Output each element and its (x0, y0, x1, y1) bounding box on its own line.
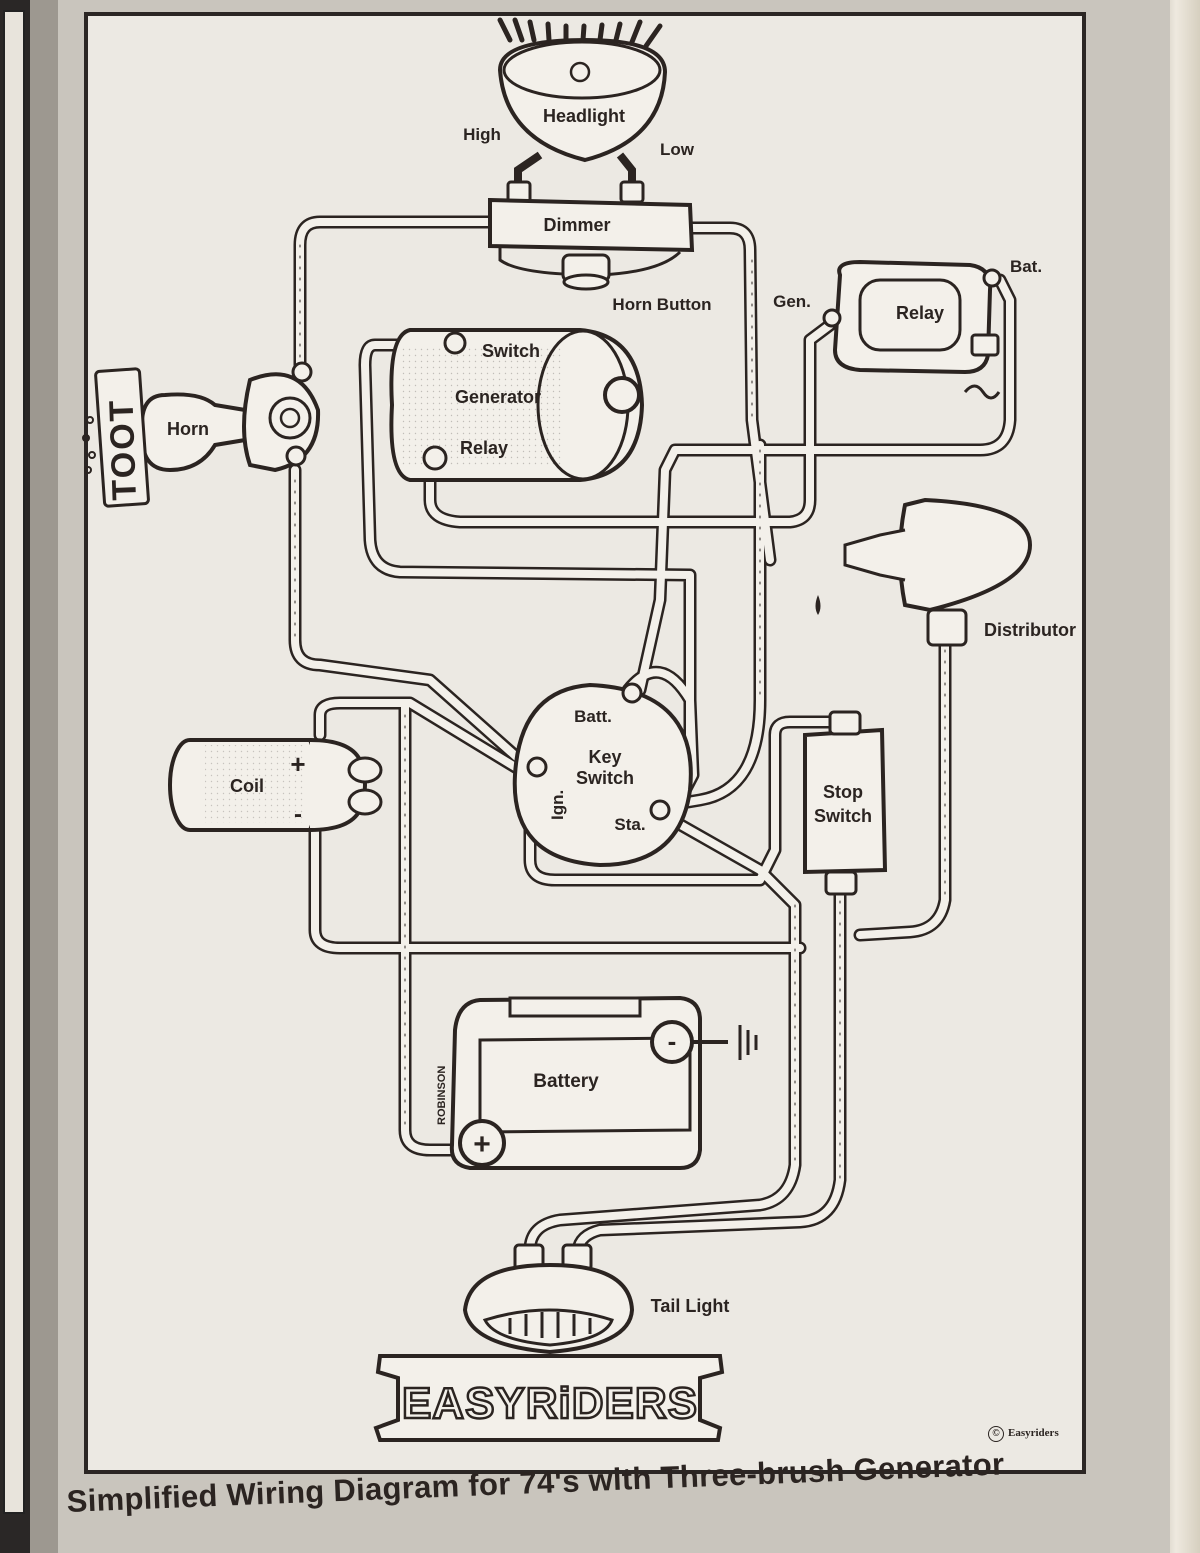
artist-signature: ROBINSON (436, 1066, 448, 1125)
generator-terminals (422, 331, 467, 471)
horn-button (561, 253, 611, 291)
stop-switch-label-line2: Switch (814, 806, 872, 826)
horn: Horn TOOT (82, 361, 321, 508)
distributor: Distributor (815, 497, 1076, 647)
relay-gen-label: Gen. (773, 292, 811, 311)
headlight-rays (497, 17, 663, 49)
key-switch-label-line2: Switch (576, 768, 634, 788)
facing-page-strip (3, 10, 25, 1514)
ignition-coil: Coil + - (168, 738, 383, 832)
battery-positive-icon: + (473, 1128, 491, 1161)
tail-light: Tail Light (462, 1243, 730, 1355)
horn-label: Horn (167, 419, 209, 439)
coil-label: Coil (230, 776, 264, 796)
relay-terminals (822, 268, 1002, 400)
copyright-symbol: © (988, 1426, 1004, 1442)
generator-pulley-icon (603, 376, 641, 414)
copyright-notice: © Easyriders (988, 1426, 1059, 1442)
battery: Battery + - ROBINSON (436, 995, 758, 1170)
relay-bat-label: Bat. (1010, 257, 1042, 276)
key-switch-label-line1: Key (588, 747, 621, 767)
stop-switch-label-line1: Stop (823, 782, 863, 802)
dimmer-label: Dimmer (543, 215, 610, 235)
battery-negative-icon: - (668, 1026, 677, 1056)
generator: Switch Generator Relay (389, 328, 645, 482)
key-switch-sta-label: Sta. (614, 815, 645, 834)
easyriders-logo-text: EASYRiDERS (402, 1379, 698, 1428)
stop-switch: Stop Switch (803, 710, 888, 896)
copyright-text: Easyriders (1008, 1427, 1059, 1439)
key-switch: Batt. Key Switch Ign. Sta. (512, 682, 693, 868)
toot-sound-effect: TOOT (82, 367, 150, 508)
coil-negative-icon: - (294, 801, 302, 828)
headlight-bulb (569, 61, 591, 83)
headlight-terminals (506, 151, 645, 204)
battery-negative-terminal: - (650, 1020, 728, 1064)
coil-terminals (347, 756, 383, 816)
distributor-label: Distributor (984, 620, 1076, 640)
key-switch-ign-label: Ign. (548, 790, 567, 820)
key-switch-batt-label: Batt. (574, 707, 612, 726)
wires (288, 215, 1017, 1257)
battery-label: Battery (533, 1071, 599, 1092)
toot-text: TOOT (102, 398, 144, 501)
relay: Relay Gen. Bat. (773, 257, 1042, 400)
dimmer-switch: Dimmer Horn Button (488, 197, 712, 314)
headlight-label: Headlight (543, 106, 625, 126)
easyriders-logo: EASYRiDERS (373, 1354, 725, 1442)
coil-positive-icon: + (290, 749, 305, 779)
ground-symbol-icon (738, 1025, 758, 1060)
headlight-high-label: High (463, 125, 501, 144)
book-binding-edge (0, 0, 30, 1553)
horn-terminals (285, 361, 313, 467)
key-switch-terminals (526, 682, 671, 821)
battery-positive-terminal: + (458, 1119, 506, 1167)
generator-relay-label: Relay (460, 438, 508, 458)
oil-drop-icon (815, 595, 821, 615)
tail-light-label: Tail Light (651, 1296, 730, 1316)
relay-label: Relay (896, 303, 944, 323)
generator-label: Generator (455, 387, 541, 407)
headlight-low-label: Low (660, 140, 695, 159)
horn-button-label: Horn Button (612, 295, 711, 314)
headlight: Headlight High Low (463, 17, 695, 204)
generator-switch-label: Switch (482, 341, 540, 361)
